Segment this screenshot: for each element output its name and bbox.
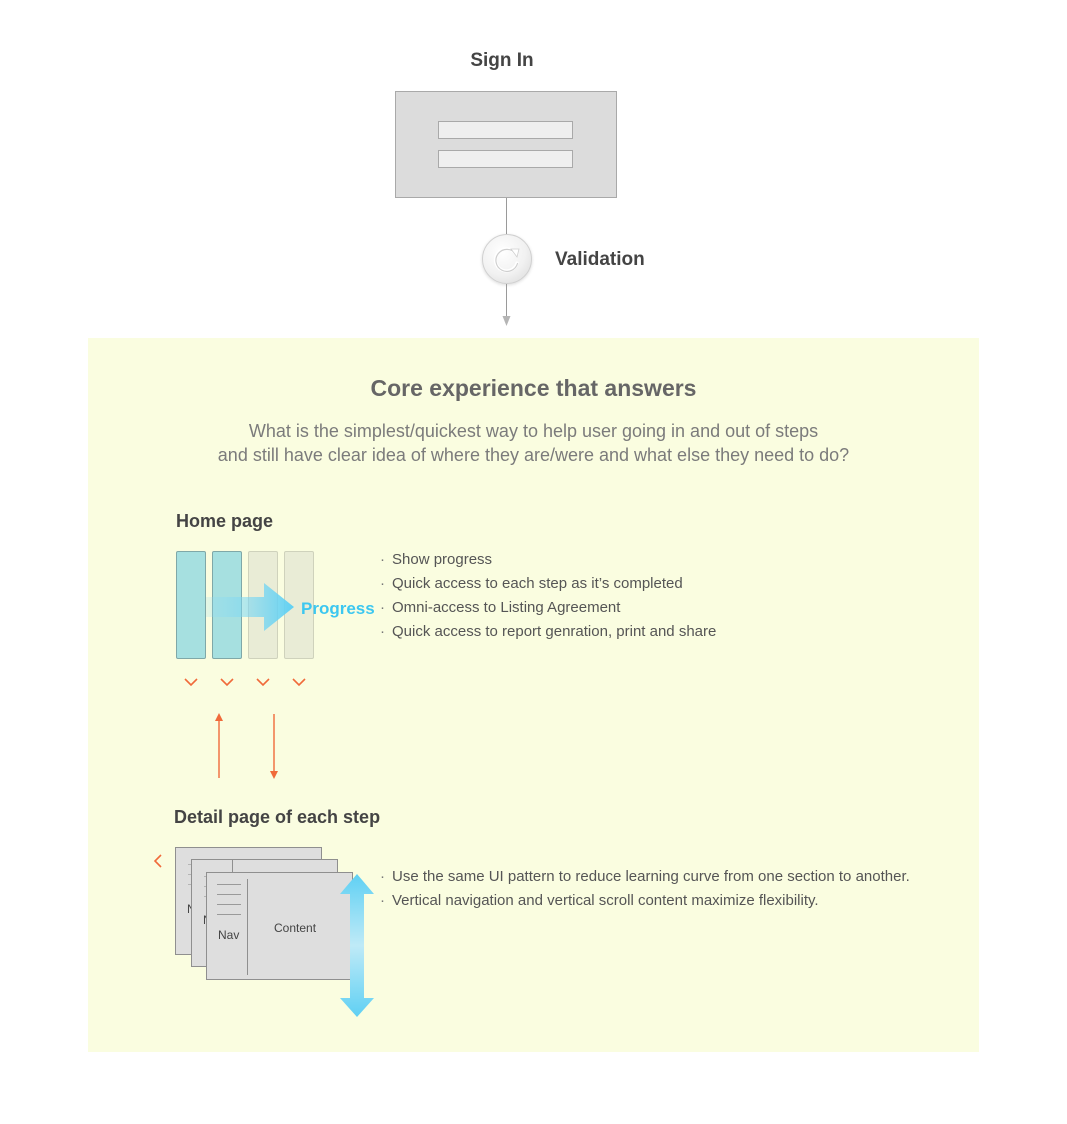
chevron-left-icon[interactable] (152, 853, 164, 869)
core-subtitle: What is the simplest/quickest way to hel… (88, 419, 979, 467)
chevron-down-icon[interactable] (291, 677, 307, 687)
validation-label: Validation (555, 249, 645, 270)
signin-title: Sign In (470, 50, 534, 71)
chevron-down-icon[interactable] (219, 677, 235, 687)
progress-label: Progress (301, 599, 375, 618)
validation-spinner (482, 234, 532, 284)
arrow-up-icon (215, 713, 223, 778)
bullet-text: Use the same UI pattern to reduce learni… (392, 868, 910, 885)
arrow-down-icon (270, 714, 278, 779)
nav-label: Nav (218, 928, 240, 942)
password-field-mockup (438, 150, 573, 168)
vertical-scroll-arrow (340, 874, 374, 1017)
bullet-item: ·Show progress (380, 551, 493, 568)
bullet-text: Show progress (392, 551, 493, 568)
bullet-item: ·Vertical navigation and vertical scroll… (380, 892, 819, 909)
progress-arrow (206, 583, 294, 631)
bullet-item: ·Quick access to each step as it’s compl… (380, 575, 683, 592)
chevron-down-icon[interactable] (183, 677, 199, 687)
home-bullet-list: ·Show progress ·Quick access to each ste… (380, 548, 716, 644)
refresh-icon (493, 247, 520, 273)
step-column-completed[interactable] (176, 551, 206, 659)
content-label: Content (274, 921, 317, 935)
flow-arrow-down (502, 284, 511, 326)
bullet-text: Vertical navigation and vertical scroll … (392, 892, 819, 909)
signin-form-mockup (395, 91, 617, 198)
core-subtitle-line: What is the simplest/quickest way to hel… (248, 421, 819, 441)
detail-card-front: Nav Content (206, 872, 353, 980)
detail-bullet-list: ·Use the same UI pattern to reduce learn… (380, 865, 910, 913)
detail-page-title: Detail page of each step (174, 807, 381, 827)
bullet-item: ·Use the same UI pattern to reduce learn… (380, 868, 910, 885)
bullet-text: Quick access to report genration, print … (392, 623, 717, 640)
flow-connector-top (506, 198, 507, 234)
home-page-title: Home page (176, 511, 274, 531)
username-field-mockup (438, 121, 573, 139)
core-title: Core experience that answers (370, 375, 697, 401)
bullet-text: Omni-access to Listing Agreement (392, 599, 621, 616)
bullet-item: ·Quick access to report genration, print… (380, 623, 717, 640)
core-subtitle-line: and still have clear idea of where they … (217, 445, 850, 465)
chevron-down-icon[interactable] (255, 677, 271, 687)
bullet-item: ·Omni-access to Listing Agreement (380, 599, 621, 616)
bullet-text: Quick access to each step as it’s comple… (392, 575, 683, 592)
